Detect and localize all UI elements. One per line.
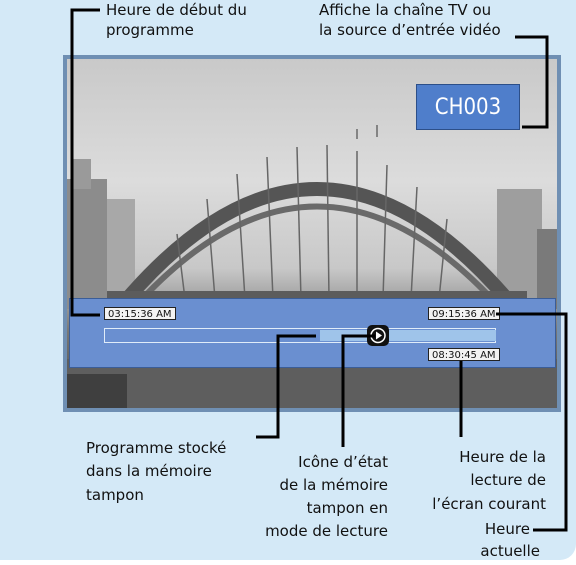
label-start-time-l2: programme: [106, 21, 194, 39]
label-current-l1: Heure: [484, 520, 530, 538]
label-current-l2: actuelle: [480, 542, 540, 560]
label-start-time-l1: Heure de début du: [106, 1, 247, 19]
label-icon-l3: tampon en: [306, 499, 388, 517]
buffer-fill: [319, 330, 496, 341]
play-icon: [367, 325, 390, 346]
label-icon-l2: de la mémoire: [279, 476, 388, 494]
label-channel-l2: la source d’entrée vidéo: [319, 21, 501, 39]
start-time-display: 03:15:36 AM: [104, 307, 176, 320]
label-playback-l1: Heure de la: [459, 448, 546, 466]
label-playback-l2: lecture de: [470, 471, 546, 489]
label-stored-l1: Programme stocké: [86, 439, 227, 457]
playback-time-display: 08:30:45 AM: [428, 348, 500, 361]
label-icon-l1: Icône d’état: [298, 453, 388, 471]
channel-display: CH003: [416, 84, 520, 130]
label-icon-l4: mode de lecture: [265, 522, 388, 540]
label-stored-l2: dans la mémoire: [86, 462, 212, 480]
label-stored-l3: tampon: [86, 486, 144, 504]
label-channel-l1: Affiche la chaîne TV ou: [319, 1, 492, 19]
label-playback-l3: l’écran courant: [432, 495, 546, 513]
